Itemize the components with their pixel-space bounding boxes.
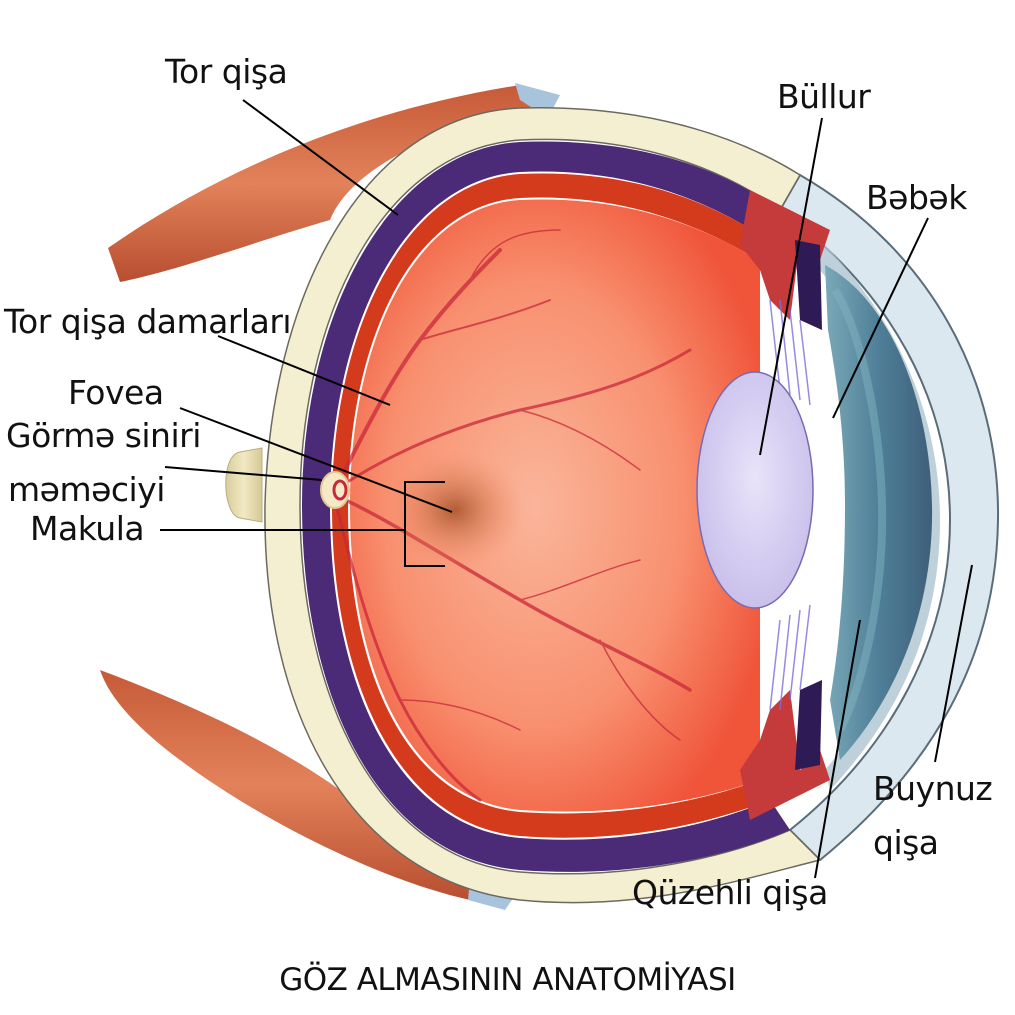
label-bullur: Büllur bbox=[777, 77, 871, 116]
label-gorme-siniri-line1: Görmə siniri bbox=[6, 416, 201, 455]
ciliary-body-lower bbox=[740, 690, 830, 820]
label-tor-qisa-damarlari: Tor qişa damarları bbox=[4, 302, 292, 341]
macula bbox=[385, 450, 525, 570]
label-bebek: Bəbək bbox=[866, 178, 967, 217]
label-buynuz-qisa-line2: qişa bbox=[873, 823, 939, 862]
label-fovea: Fovea bbox=[68, 373, 164, 412]
lens bbox=[696, 371, 814, 609]
label-quzehli-qisa: Qüzehli qişa bbox=[632, 873, 828, 912]
zonule-fibers bbox=[769, 299, 811, 711]
sclera bbox=[264, 106, 822, 904]
label-tor-qisa: Tor qişa bbox=[165, 52, 288, 91]
leader-lines bbox=[160, 99, 973, 879]
label-buynuz-qisa-line1: Buynuz bbox=[873, 769, 993, 808]
retinal-vessels bbox=[333, 229, 692, 802]
label-gorme-siniri-line2: məməciyi bbox=[8, 470, 165, 509]
retina bbox=[332, 173, 770, 838]
diagram-title: GÖZ ALMASININ ANATOMİYASI bbox=[279, 962, 736, 998]
ciliary-body-upper bbox=[740, 190, 830, 320]
optic-nerve bbox=[225, 447, 263, 523]
choroid bbox=[302, 141, 790, 872]
vitreous-body bbox=[350, 199, 760, 812]
label-makula: Makula bbox=[30, 509, 145, 548]
